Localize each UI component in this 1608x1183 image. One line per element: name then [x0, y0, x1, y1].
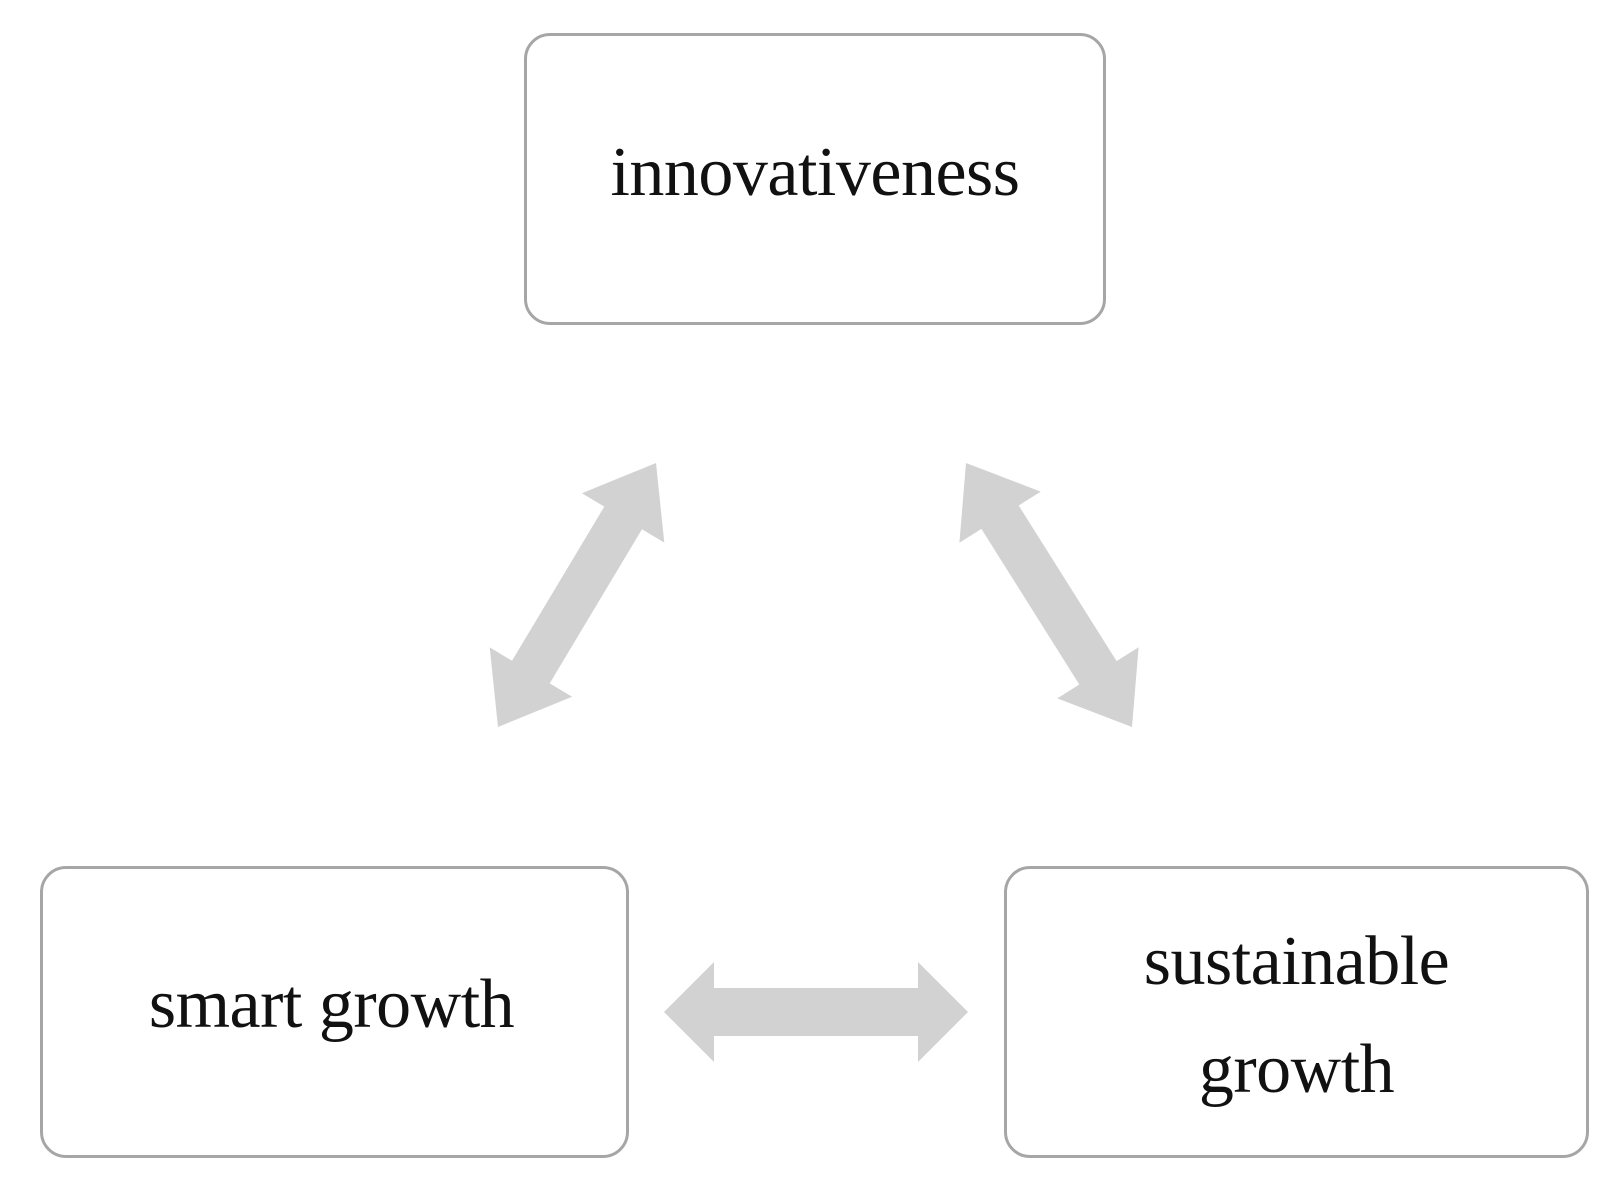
- node-innovativeness: innovativeness: [524, 33, 1106, 325]
- node-sustainable-growth-label: sustainable growth: [1143, 922, 1450, 1109]
- double-arrow-innovativeness-smart-growth: [489, 463, 665, 727]
- node-sustainable-growth: sustainable growth: [1004, 866, 1589, 1158]
- node-smart-growth: smart growth: [40, 866, 629, 1158]
- node-smart-growth-label: smart growth: [148, 965, 515, 1043]
- double-arrow-innovativeness-sustainable-growth: [959, 463, 1139, 727]
- double-arrow-smart-growth-sustainable-growth: [664, 962, 968, 1062]
- node-innovativeness-label: innovativeness: [610, 133, 1020, 211]
